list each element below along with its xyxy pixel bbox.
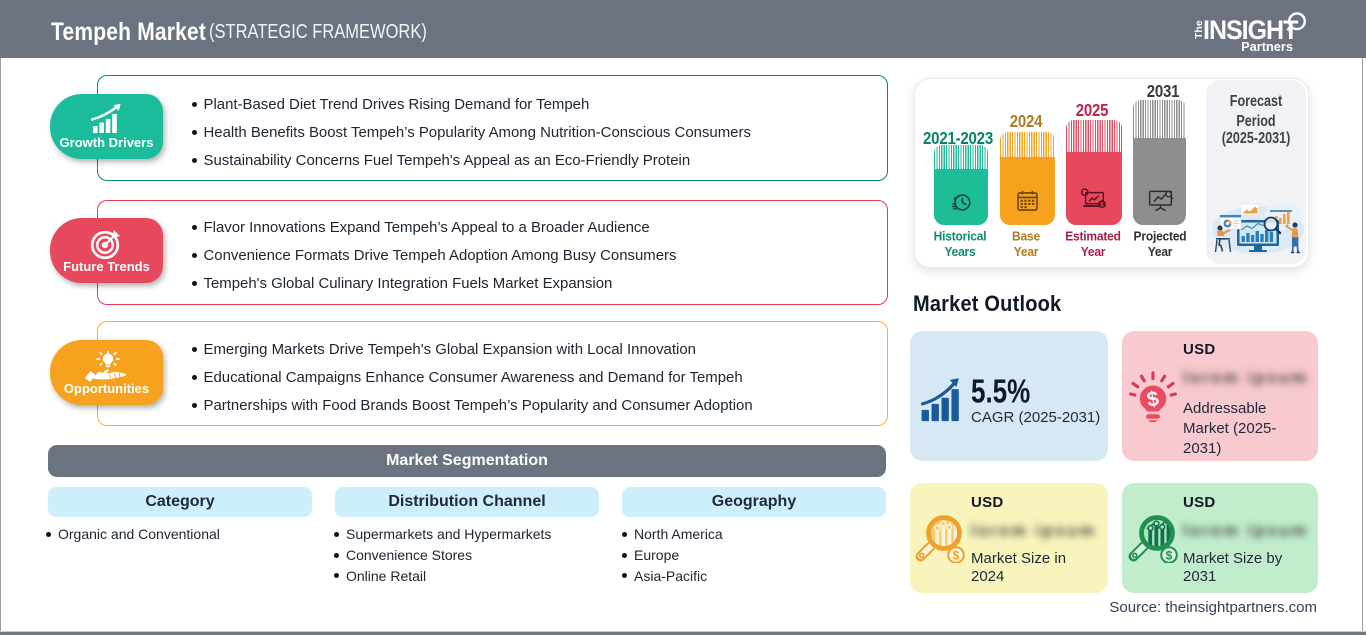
svg-text:$: $ — [1100, 203, 1104, 209]
svg-text:$: $ — [1145, 387, 1161, 412]
svg-text:INSIGHT: INSIGHT — [1203, 16, 1299, 45]
svg-text:$: $ — [1166, 548, 1173, 562]
svg-text:The: The — [1193, 20, 1205, 39]
svg-text:Partners: Partners — [1241, 39, 1293, 54]
svg-text:$: $ — [953, 548, 960, 562]
